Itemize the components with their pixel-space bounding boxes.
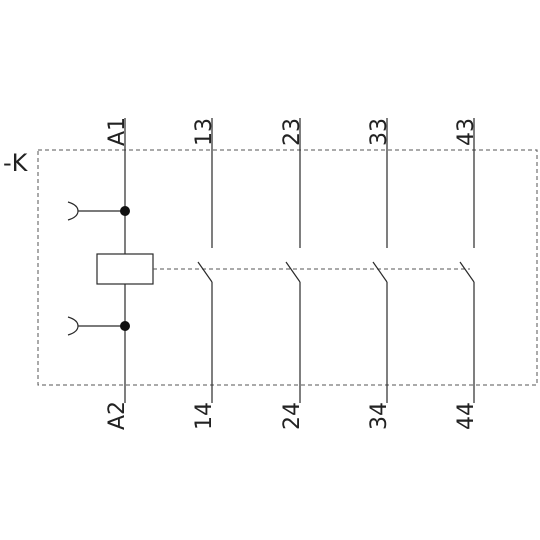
junction-node-bottom (120, 321, 130, 331)
terminal-bottom: 24 (280, 402, 305, 430)
contact-3: 33 34 (367, 118, 392, 430)
contact-blade (197, 261, 213, 283)
relay-coil (96, 253, 154, 285)
plug-socket-icon (67, 201, 79, 221)
device-label: -K (3, 149, 29, 177)
terminal-top: 33 (367, 118, 392, 146)
terminal-top: 43 (454, 118, 479, 146)
terminal-top: 13 (192, 118, 217, 146)
contact-2: 23 24 (280, 118, 305, 430)
device-enclosure (37, 149, 538, 386)
terminal-top: 23 (280, 118, 305, 146)
junction-node-top (120, 206, 130, 216)
terminal-a2: A2 (105, 401, 130, 430)
contact-blade (459, 261, 475, 283)
terminal-a1: A1 (105, 117, 130, 146)
coil-circuit: A1 A2 (67, 117, 154, 430)
contact-blade (285, 261, 301, 283)
terminal-bottom: 14 (192, 402, 217, 430)
contact-4: 43 44 (454, 118, 479, 430)
terminal-bottom: 34 (367, 402, 392, 430)
contact-blade (372, 261, 388, 283)
terminal-bottom: 44 (454, 402, 479, 430)
contact-1: 13 14 (192, 118, 217, 430)
plug-socket-icon (67, 316, 79, 336)
